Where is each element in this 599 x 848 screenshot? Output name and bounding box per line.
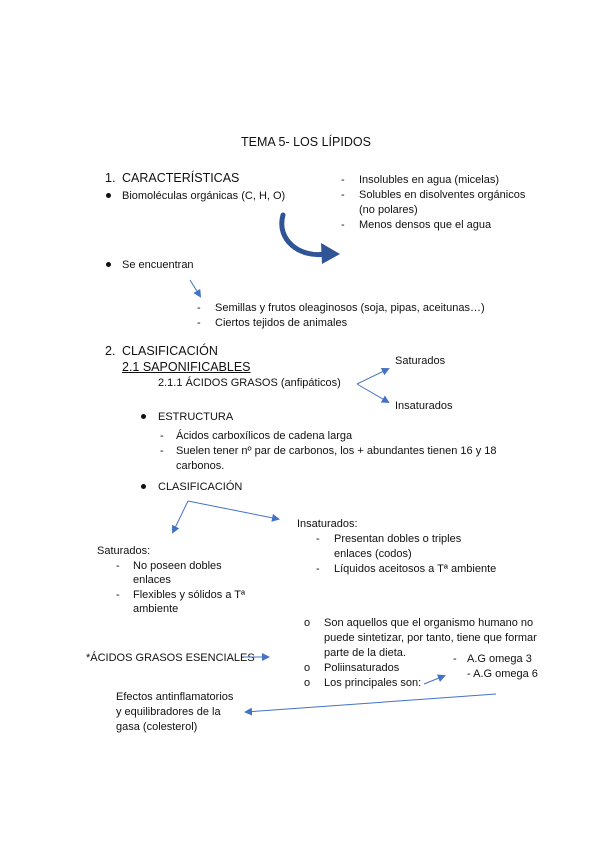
- arrow-to-saturados-list: [172, 500, 189, 534]
- found-tejidos: Ciertos tejidos de animales: [215, 317, 348, 329]
- section-1-heading: CARACTERÍSTICAS: [122, 171, 240, 185]
- circle-marker: o: [304, 677, 311, 689]
- subsection-saponificables: 2.1 SAPONIFICABLES: [122, 360, 251, 374]
- dash-marker: -: [341, 174, 345, 186]
- dash-marker: -: [160, 445, 164, 457]
- type-saturados: Saturados: [395, 355, 446, 367]
- effects-line-1: Efectos antinflamatorios: [116, 691, 234, 703]
- estructura-label: ESTRUCTURA: [158, 411, 234, 423]
- effects-line-3: gasa (colesterol): [116, 721, 198, 733]
- prop-solubles: Solubles en disolventes orgánicos: [359, 189, 526, 201]
- circle-marker: o: [304, 662, 311, 674]
- saturados-item-2-cont: ambiente: [133, 603, 179, 615]
- section-2-heading: CLASIFICACIÓN: [122, 344, 218, 358]
- arrow-to-insaturados: [356, 383, 390, 404]
- dash-marker: -: [316, 533, 320, 545]
- section-1-number: 1.: [105, 171, 116, 185]
- arrow-se-encuentran: [189, 279, 202, 298]
- arrow-to-omega: [423, 674, 446, 685]
- circle-marker: o: [304, 617, 311, 629]
- dash-marker: -: [116, 589, 120, 601]
- insaturados-item-1-cont: enlaces (codos): [334, 548, 412, 560]
- esenciales-item-1-cont2: parte de la dieta.: [324, 647, 406, 659]
- type-insaturados: Insaturados: [395, 400, 453, 412]
- prop-solubles-cont: (no polares): [359, 204, 418, 216]
- dash-marker: -: [316, 563, 320, 575]
- dash-marker: -: [341, 219, 345, 231]
- dash-marker: -: [341, 189, 345, 201]
- estructura-item-1: Ácidos carboxílicos de cadena larga: [176, 430, 353, 442]
- prop-insolubles: Insolubles en agua (micelas): [359, 174, 500, 186]
- estructura-item-2-cont: carbonos.: [176, 460, 225, 472]
- arrow-to-saturados: [356, 368, 390, 385]
- prop-menos-densos: Menos densos que el agua: [359, 219, 492, 231]
- curved-arrow: [279, 212, 340, 264]
- bullet-dot: [106, 193, 111, 198]
- esenciales-item-1-cont: puede sintetizar, por tanto, tiene que f…: [324, 632, 537, 644]
- insaturados-title: Insaturados:: [297, 518, 358, 530]
- insaturados-item-2: Líquidos aceitosos a Tª ambiente: [334, 563, 497, 575]
- arrow-to-effects: [244, 693, 497, 716]
- esenciales-label: *ÁCIDOS GRASOS ESENCIALES: [86, 652, 255, 664]
- insaturados-item-1: Presentan dobles o triples: [334, 533, 462, 545]
- dash-marker: -: [116, 560, 120, 572]
- dash-marker: -: [160, 430, 164, 442]
- subsubsection-acidos-grasos: 2.1.1 ÁCIDOS GRASOS (anfipáticos): [158, 377, 341, 389]
- omega-6: - A.G omega 6: [467, 668, 538, 680]
- bullet-biomoleculas: Biomoléculas orgánicas (C, H, O): [122, 190, 286, 202]
- bullet-se-encuentran: Se encuentran: [122, 259, 194, 271]
- omega-3: A.G omega 3: [467, 653, 532, 665]
- section-2-number: 2.: [105, 344, 116, 358]
- clasificacion-label: CLASIFICACIÓN: [158, 481, 243, 493]
- saturados-item-1-cont: enlaces: [133, 574, 171, 586]
- estructura-item-2: Suelen tener nº par de carbonos, los + a…: [176, 445, 497, 457]
- arrow-to-insaturados-list: [187, 500, 280, 522]
- dash-marker: -: [197, 302, 201, 314]
- page-title: TEMA 5- LOS LÍPIDOS: [241, 135, 371, 149]
- dash-marker: -: [453, 653, 457, 665]
- esenciales-item-1: Son aquellos que el organismo humano no: [324, 617, 534, 629]
- saturados-title: Saturados:: [97, 545, 151, 557]
- bullet-dot: [106, 262, 111, 267]
- found-semillas: Semillas y frutos oleaginosos (soja, pip…: [215, 302, 485, 314]
- dash-marker: -: [197, 317, 201, 329]
- bullet-dot: [141, 484, 146, 489]
- saturados-item-1: No poseen dobles: [133, 560, 222, 572]
- saturados-item-2: Flexibles y sólidos a Tª: [133, 589, 246, 601]
- bullet-dot: [141, 414, 146, 419]
- esenciales-item-2: Poliinsaturados: [324, 662, 400, 674]
- esenciales-item-3: Los principales son:: [324, 677, 422, 689]
- effects-line-2: y equilibradores de la: [116, 706, 221, 718]
